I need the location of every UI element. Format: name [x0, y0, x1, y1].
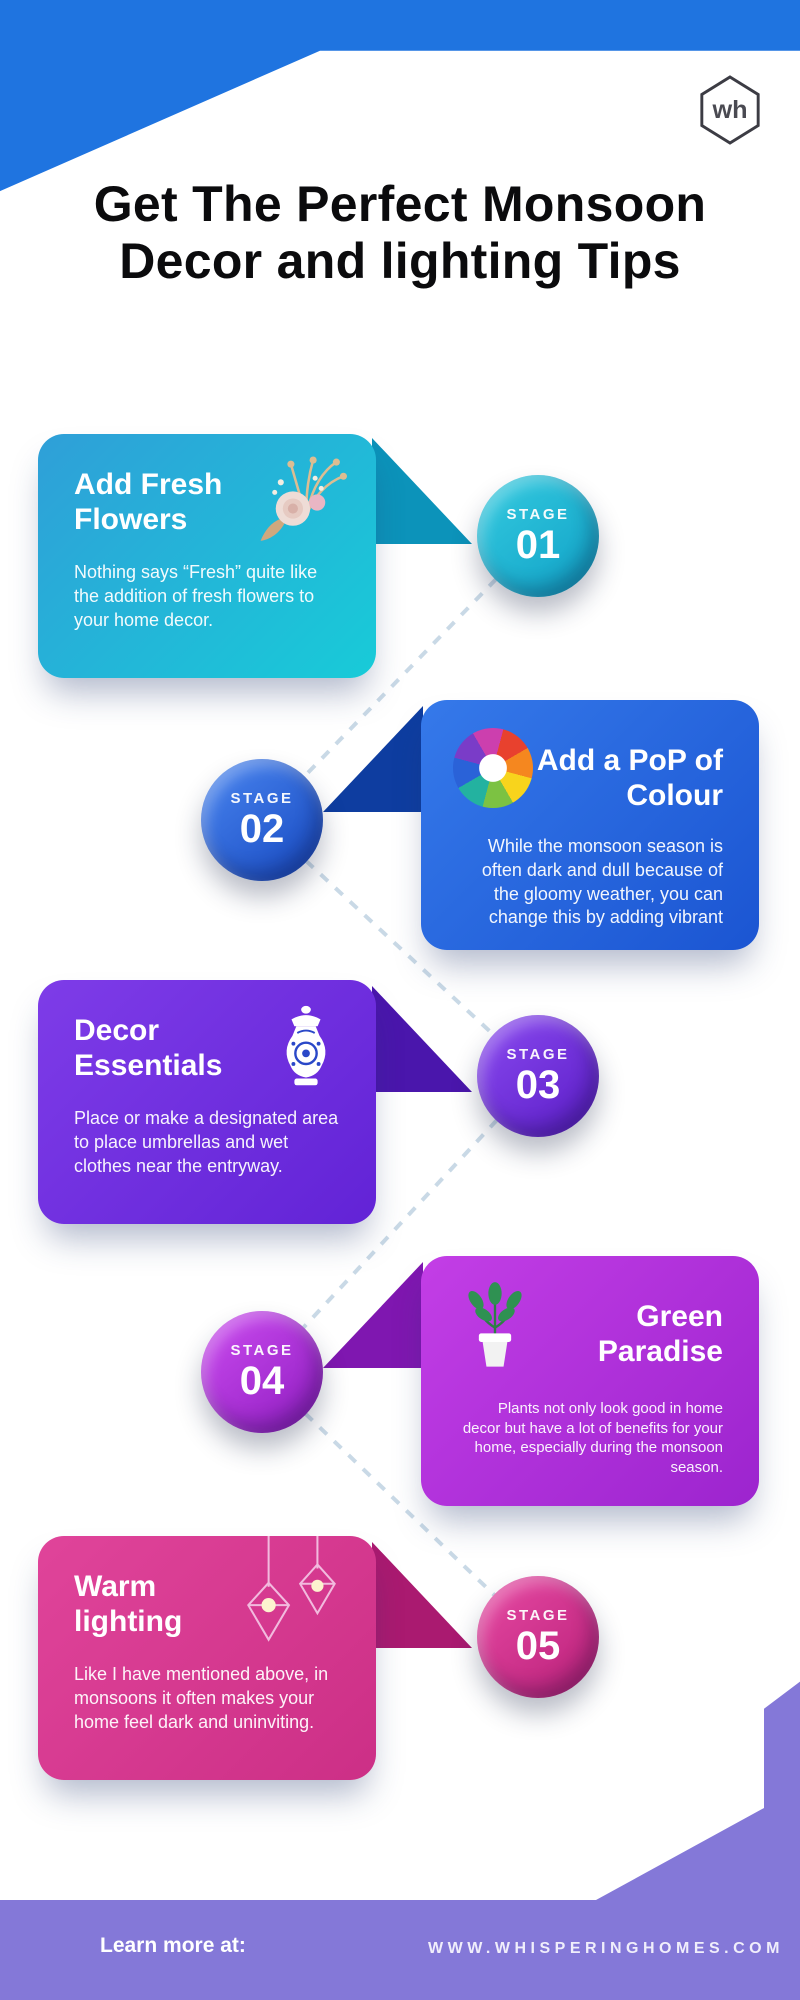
hanging-lamps-icon: [236, 1536, 348, 1658]
page-title: Get The Perfect Monsoon Decor and lighti…: [30, 176, 770, 290]
website-url: WWW.WHISPERINGHOMES.COM: [428, 1940, 784, 1957]
logo-monogram: wh: [711, 96, 747, 124]
stage-4-heading: Green Paradise: [597, 1300, 723, 1368]
stage-5-heading: Warm lighting: [74, 1570, 183, 1638]
stage-3-label: STAGE: [506, 1045, 570, 1063]
stage-5-body: Like I have mentioned above, in monsoons…: [74, 1664, 329, 1732]
stage-4-card: Green Paradise Plants not only look good…: [421, 1256, 759, 1506]
stage-1-card: Add Fresh Flowers: [38, 434, 376, 678]
stage-5-card: Warm lighting Like I have mentioned abov…: [38, 1536, 376, 1780]
stage-2-body: While the monsoon season is often dark a…: [481, 836, 723, 928]
stage-4-circle: STAGE 04: [201, 1311, 323, 1433]
stage-1-number: 01: [515, 522, 561, 567]
potted-plant-icon: [457, 1272, 533, 1372]
stage-3-body: Place or make a designated area to place…: [74, 1108, 339, 1176]
stage-2-circle: STAGE 02: [201, 759, 323, 881]
stage-4-number: 04: [239, 1358, 285, 1403]
stage-4-label: STAGE: [230, 1341, 294, 1359]
stage-1-circle: STAGE 01: [477, 475, 599, 597]
stage-3-card: Decor Essentials Place or make a designa…: [38, 980, 376, 1224]
stage-3-heading: Decor Essentials: [74, 1014, 223, 1082]
stage-5-number: 05: [515, 1623, 561, 1668]
learn-more-label: Learn more at:: [100, 1934, 246, 1957]
stage-2-number: 02: [239, 806, 285, 851]
stage-4-body: Plants not only look good in home decor …: [462, 1400, 723, 1476]
dried-flowers-icon: [250, 454, 352, 550]
stage-1-body: Nothing says “Fresh” quite like the addi…: [74, 562, 318, 630]
stage-2-heading: Add a PoP of Colour: [536, 744, 723, 812]
stage-5-circle: STAGE 05: [477, 1576, 599, 1698]
stage-2-label: STAGE: [230, 789, 294, 807]
hexagon-logo-icon: wh: [700, 75, 760, 145]
stage-5-label: STAGE: [506, 1606, 570, 1624]
stage-1-heading: Add Fresh Flowers: [74, 468, 223, 536]
stage-1-label: STAGE: [506, 505, 570, 523]
page-title-line2: Decor and lighting Tips: [119, 233, 681, 289]
porcelain-vase-icon: [272, 1002, 340, 1094]
stage-2-card: Add a PoP of Colour While the monsoon se…: [421, 700, 759, 950]
color-wheel-icon: [453, 728, 533, 808]
brand-logo: wh: [696, 74, 764, 146]
stage-3-circle: STAGE 03: [477, 1015, 599, 1137]
page-title-line1: Get The Perfect Monsoon: [93, 176, 707, 232]
stage-3-number: 03: [515, 1062, 561, 1107]
